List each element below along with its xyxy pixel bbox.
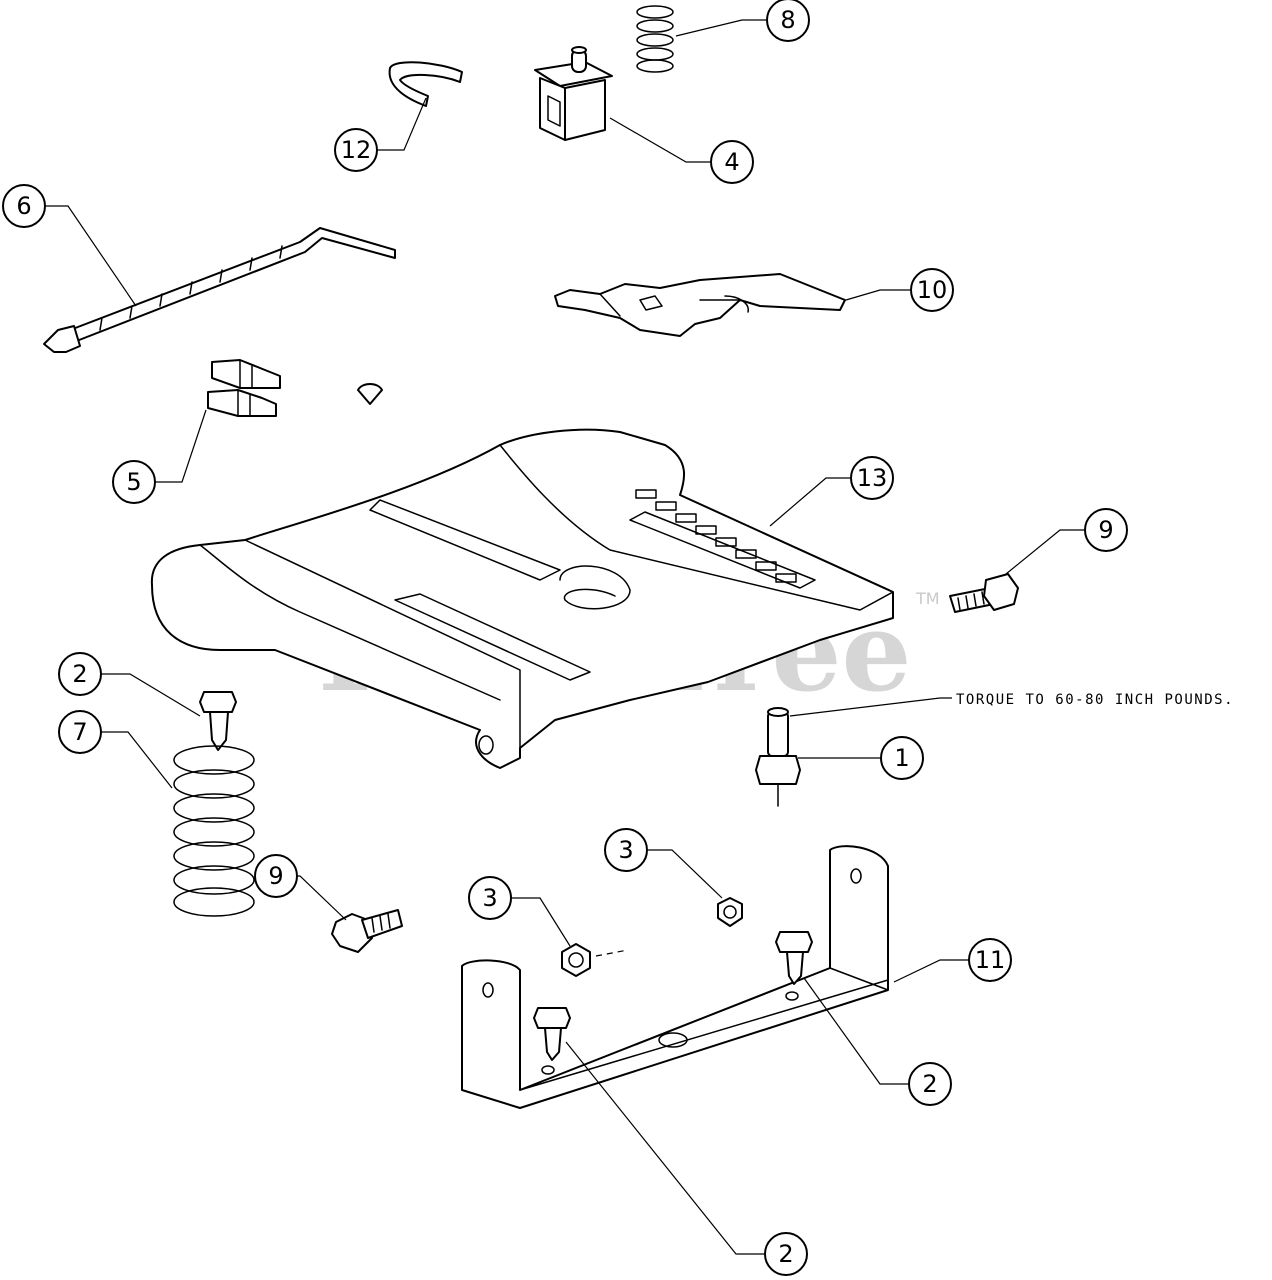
svg-text:12: 12 [341,136,372,164]
callout-5: 5 [112,460,156,504]
part-flange-nut-3-left [561,943,629,977]
svg-text:6: 6 [16,192,31,220]
part-seat-switch-4 [534,46,613,141]
svg-text:10: 10 [917,276,948,304]
svg-text:4: 4 [724,148,739,176]
part-clip-12 [388,61,463,107]
svg-text:11: 11 [975,946,1006,974]
svg-text:13: 13 [857,464,888,492]
callout-10: 10 [910,268,954,312]
part-hex-bolt-2-bracket-left [533,1007,571,1061]
svg-text:9: 9 [1098,516,1113,544]
callout-6: 6 [2,184,46,228]
part-switch-bracket-10 [554,273,846,337]
part-shoulder-bolt-1 [755,707,801,807]
leader-lines [28,19,1084,1255]
svg-text:5: 5 [126,468,141,496]
svg-text:7: 7 [72,718,87,746]
callout-9-lower: 9 [254,854,298,898]
part-bolt-9-upper [949,573,1019,613]
watermark-trademark: TM [915,589,940,608]
part-bolt-9-lower [331,909,403,953]
seat-pan-slots [635,489,797,583]
callout-8: 8 [766,0,810,42]
callout-7: 7 [58,710,102,754]
callout-4: 4 [710,140,754,184]
svg-text:2: 2 [72,660,87,688]
part-wire-connectors-5 [207,359,281,417]
callout-3-right: 3 [604,828,648,872]
callout-2-bracket-right: 2 [908,1062,952,1106]
part-small-spring-8 [636,5,674,73]
svg-text:8: 8 [780,6,795,34]
callout-12: 12 [334,128,378,172]
svg-text:9: 9 [268,862,283,890]
part-hex-bolt-2-bracket-right [775,931,813,985]
callout-2-bracket-left: 2 [764,1232,808,1276]
callout-11: 11 [968,938,1012,982]
part-mounting-bracket-11 [461,845,889,1109]
callout-9-upper: 9 [1084,508,1128,552]
callout-1: 1 [880,736,924,780]
svg-text:1: 1 [894,744,909,772]
part-grommet [357,383,383,405]
svg-text:2: 2 [778,1240,793,1268]
callout-13: 13 [850,456,894,500]
torque-note: TORQUE TO 60-80 INCH POUNDS. [956,692,1234,708]
part-cable-tie-6 [43,227,396,353]
part-seat-pan-13 [150,428,894,769]
svg-text:3: 3 [618,836,633,864]
callout-2-left: 2 [58,652,102,696]
part-flange-nut-3-right [717,897,743,927]
part-large-spring-7 [173,745,255,917]
svg-text:3: 3 [482,884,497,912]
callout-3-left: 3 [468,876,512,920]
part-hex-bolt-2-left [199,691,237,751]
svg-text:2: 2 [922,1070,937,1098]
